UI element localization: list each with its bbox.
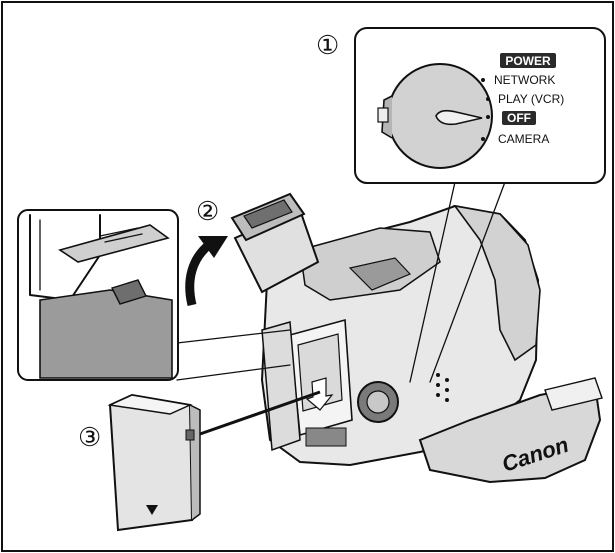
step-1-marker: ① (316, 30, 339, 60)
dot-off (486, 115, 490, 119)
battery-pack (107, 390, 321, 532)
battery-slot (297, 333, 343, 412)
strap-buckle (544, 377, 603, 411)
mode-camera: CAMERA (498, 132, 549, 146)
mode-network: NETWORK (494, 73, 555, 87)
dot-play (486, 97, 490, 101)
inset-power-dial: POWER NETWORK PLAY (VCR) OFF CAMERA (354, 27, 606, 383)
dot-network (481, 78, 485, 82)
off-badge (502, 111, 536, 125)
camcorder-illustration (230, 192, 603, 484)
zoom-lever (348, 257, 412, 291)
power-label: POWER (505, 54, 551, 68)
dial-leader-left (409, 181, 456, 383)
mode-off: OFF (507, 111, 531, 125)
power-switch-center (366, 390, 390, 414)
battery-insert-line (199, 390, 321, 436)
inset-leader-top (176, 329, 291, 344)
battery-mark-icon (146, 505, 158, 515)
step-3-marker: ③ (78, 422, 101, 452)
inset-viewfinder-detail (17, 209, 291, 381)
inset-release-button (111, 279, 147, 305)
dot-camera (481, 137, 485, 141)
inset-leader-bottom (176, 364, 291, 381)
dial-leader-right (429, 181, 506, 383)
speaker-grill (436, 373, 449, 402)
insert-arrow-icon (305, 377, 334, 411)
lens-barrel (453, 204, 541, 362)
step-2-marker: ② (196, 196, 219, 226)
viewfinder-lens (243, 199, 293, 229)
dial-pointer (435, 109, 483, 126)
lift-arrowhead-icon (198, 236, 228, 258)
dial-lock-button (377, 107, 389, 123)
inset-battery-top (39, 289, 173, 379)
lift-arrow-icon (185, 240, 213, 307)
mode-play: PLAY (VCR) (498, 92, 564, 106)
battery-contacts (305, 427, 347, 447)
power-badge (500, 53, 556, 68)
battery-terminal (185, 429, 195, 441)
